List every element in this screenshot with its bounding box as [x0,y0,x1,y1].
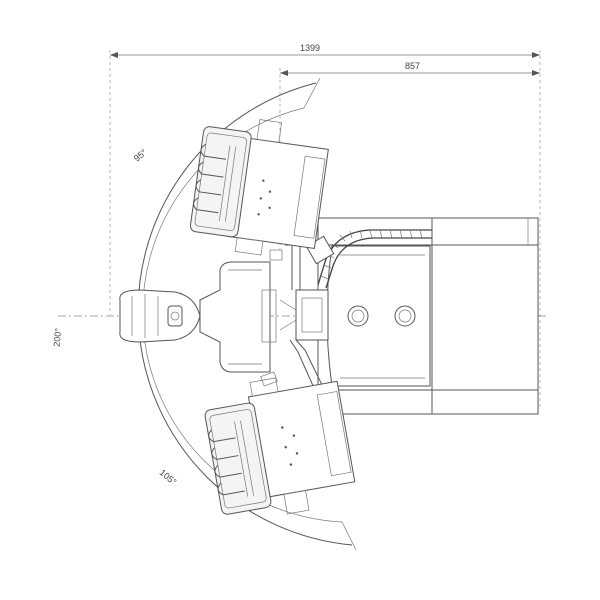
seat-circle-right [394,305,416,327]
dimension-overall-width: 1399 [109,43,541,410]
upper-instrument-tray [189,126,252,238]
angle-105-label: 105° [158,467,179,487]
lower-delivery-unit [204,377,356,515]
dimension-1399-label: 1399 [300,43,320,53]
seat-circle-left [347,305,369,327]
lower-instrument-holders [208,420,255,497]
connector-block [260,371,278,387]
upper-delivery-unit [189,119,329,256]
upper-unit-screws [257,179,272,216]
chair-seat [326,245,431,387]
upper-instrument-holders [193,143,237,222]
dimension-857-label: 857 [405,61,420,71]
headrest-backrest [199,261,277,373]
arm-mechanism [279,239,329,389]
angle-200-label: 200° [52,327,64,347]
lower-unit-screws [281,426,299,466]
connector-block-upper [269,249,283,261]
angle-95-label: 95° [132,147,149,164]
patient-head [119,289,201,343]
